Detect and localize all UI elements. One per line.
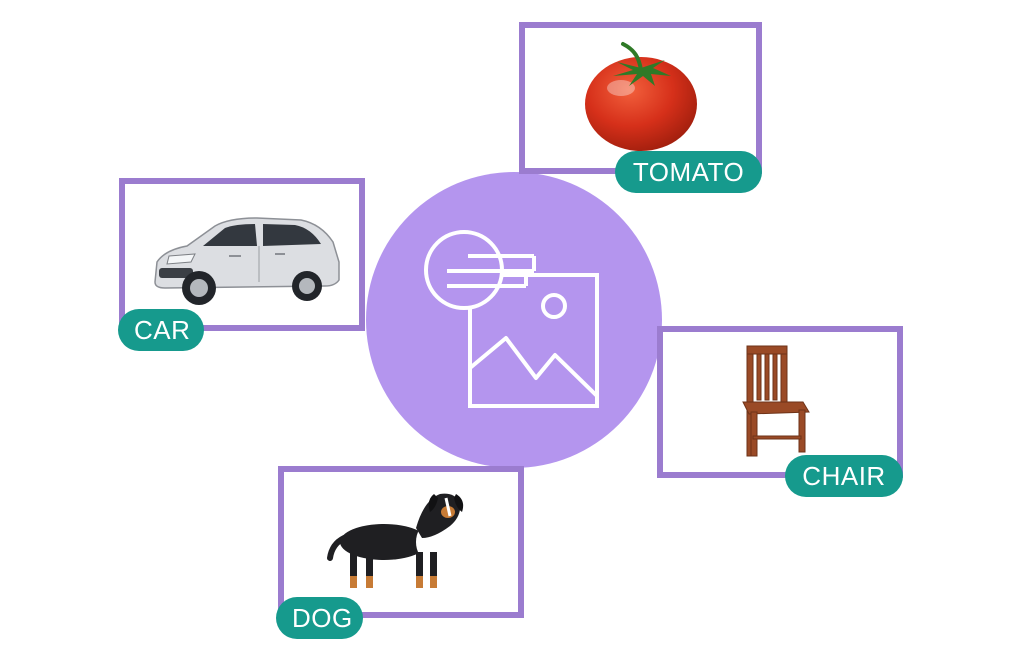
chair-icon <box>742 345 810 457</box>
card-tomato <box>519 22 762 174</box>
label-car: CAR <box>118 309 204 351</box>
center-circle <box>366 172 662 468</box>
card-chair <box>657 326 903 478</box>
label-tomato: TOMATO <box>615 151 762 193</box>
dog-icon <box>327 493 464 594</box>
card-car <box>119 178 365 331</box>
label-dog: DOG <box>276 597 363 639</box>
car-icon <box>154 217 340 305</box>
card-dog <box>278 466 524 618</box>
label-chair: CHAIR <box>785 455 903 497</box>
image-recognition-icon <box>424 230 599 408</box>
tomato-icon <box>585 42 697 151</box>
